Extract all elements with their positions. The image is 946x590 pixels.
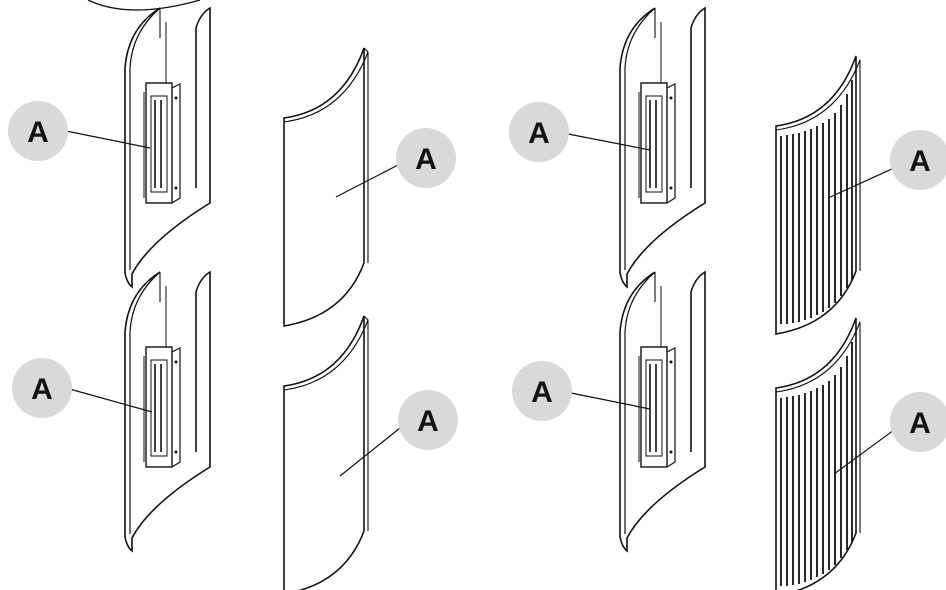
callout-a-8: A bbox=[890, 392, 946, 452]
callout-label: A bbox=[417, 405, 439, 438]
ribbed-panel-bottom bbox=[775, 317, 861, 590]
callout-a-3: A bbox=[509, 102, 569, 162]
callout-label: A bbox=[31, 373, 53, 406]
bracket-panel-bottom-left bbox=[124, 271, 211, 552]
leader-lines bbox=[65, 130, 895, 477]
callout-label: A bbox=[909, 407, 931, 440]
callout-label: A bbox=[909, 145, 931, 178]
callout-label: A bbox=[415, 143, 437, 176]
callout-a-4: A bbox=[890, 130, 946, 190]
callout-a-7: A bbox=[512, 361, 572, 421]
callout-label: A bbox=[27, 116, 49, 149]
ribbed-panel-top bbox=[775, 55, 861, 335]
callout-a-1: A bbox=[8, 101, 68, 161]
bracket-panel-top-left bbox=[124, 7, 211, 288]
callout-label: A bbox=[528, 117, 550, 150]
partial-outline bbox=[87, 0, 201, 11]
bracket-panel-top-right bbox=[619, 7, 706, 288]
plain-panel-bottom bbox=[283, 315, 369, 590]
callout-a-5: A bbox=[12, 358, 72, 418]
bracket-panel-bottom-right bbox=[619, 271, 706, 552]
callout-a-2: A bbox=[396, 128, 456, 188]
callout-a-6: A bbox=[398, 390, 458, 450]
callout-label: A bbox=[531, 376, 553, 409]
